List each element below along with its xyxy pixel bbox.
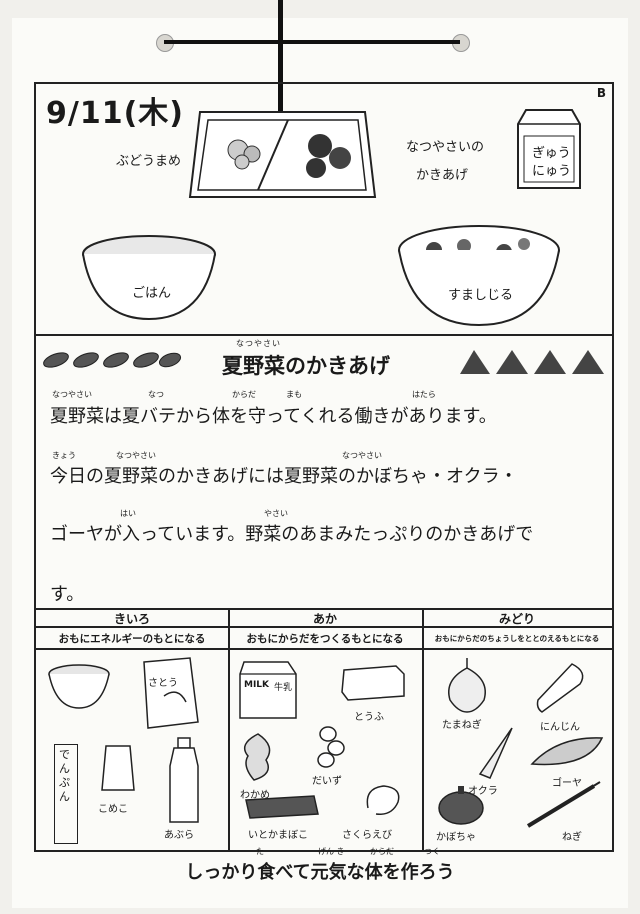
table-divider-2 — [422, 608, 424, 850]
ruby-1d: まも — [286, 390, 302, 399]
hanging-string-vertical — [278, 0, 283, 130]
group-yellow-sub: おもにエネルギーのもとになる — [58, 633, 206, 645]
ruby-1b: なつ — [148, 390, 164, 399]
ruby-1a: なつやさい — [52, 390, 92, 399]
ruby-3a: はい — [120, 509, 136, 518]
shrimp-icon — [366, 785, 400, 815]
kakiage-label-line1: なつやさいの — [406, 140, 485, 155]
milk-label-line2: にゅう — [532, 164, 572, 179]
kabocha-slices-icon — [460, 350, 604, 374]
milk-pack-icon — [239, 661, 297, 719]
ruby-2a: きょう — [52, 451, 76, 460]
wakame-icon — [243, 733, 271, 781]
kabocha-icon — [438, 786, 484, 825]
milk-label-line1: ぎゅう — [532, 146, 571, 161]
budoumame-label: ぶどうまめ — [116, 154, 182, 169]
group-green-sub: おもにからだのちょうしをととのえるもとになる — [434, 634, 600, 643]
date-heading: 9/11(木) — [46, 96, 185, 131]
hanging-string-horizontal — [164, 40, 460, 44]
goya-icon — [530, 737, 604, 766]
okra-icon — [478, 727, 513, 779]
slogan-ruby-c: からだ — [370, 847, 394, 856]
corner-mark: B — [596, 86, 606, 100]
item-goya: ゴーヤ — [552, 778, 582, 789]
slogan-ruby-a: た — [256, 847, 264, 856]
item-abura: あぶら — [164, 830, 194, 841]
slogan-ruby-b: げん き — [318, 847, 345, 856]
title-ruby: なつやさい — [236, 339, 281, 348]
table-header-line — [36, 626, 612, 628]
article-line-1: 夏野菜は夏バテから体を守ってくれる働きがあります。 — [50, 406, 497, 427]
item-negi: ねぎ — [562, 832, 582, 843]
item-milk-en: MILK — [244, 680, 270, 690]
slogan: しっかり食べて元気な体を作ろう — [185, 862, 455, 883]
item-milk-ja: 牛乳 — [274, 683, 293, 693]
soup-label: すましじる — [448, 288, 514, 303]
article-title: 夏野菜のかきあげ — [222, 354, 390, 378]
item-tamanegi: たまねぎ — [442, 720, 482, 731]
item-komeko: こめこ — [98, 804, 128, 815]
kamaboko-icon — [245, 795, 319, 819]
group-red-name: あか — [312, 612, 337, 626]
ruby-1c: からだ — [232, 390, 256, 399]
rice-small-icon — [48, 664, 110, 709]
ruby-1e: はたら — [412, 390, 436, 399]
slogan-ruby-d: つく — [424, 847, 440, 856]
article-line-3: ゴーヤが入っています。野菜のあまみたっぷりのかきあげで — [50, 524, 534, 545]
tray-icon — [188, 111, 377, 198]
carrot-icon — [536, 663, 584, 713]
group-red-sub: おもにからだをつくるもとになる — [246, 633, 404, 645]
okra-row-icon — [43, 352, 182, 368]
item-daizu: だいず — [312, 776, 342, 787]
soup-bowl-icon — [398, 225, 560, 327]
article-line-4: す。 — [50, 584, 85, 605]
table-divider-1 — [228, 608, 230, 850]
rice-bowl-icon — [82, 235, 216, 321]
soybean-icon — [317, 726, 345, 768]
article-line-2: 今日の夏野菜のかきあげには夏野菜のかぼちゃ・オクラ・ — [50, 466, 518, 487]
content-frame: 9/11(木) B ぶどうまめ なつやさいの かきあげ ぎゅう にゅう ごはん … — [34, 82, 614, 852]
section-divider-2 — [36, 608, 612, 610]
negi-icon — [526, 781, 601, 828]
item-okra: オクラ — [468, 786, 498, 797]
milk-carton-icon — [517, 109, 581, 189]
item-wakame: わかめ — [240, 790, 270, 801]
section-divider-1 — [36, 334, 612, 336]
onion-icon — [448, 658, 486, 713]
item-sugar: さとう — [148, 678, 178, 689]
item-itokamaboko: いとかまぼこ — [248, 830, 308, 841]
sugar-bag-icon — [143, 657, 199, 729]
table-subheader-line — [36, 648, 612, 650]
rice-label: ごはん — [132, 286, 172, 301]
item-tofu: とうふ — [354, 712, 384, 723]
denpun-box-icon — [54, 744, 78, 844]
ruby-3b: やさい — [264, 509, 288, 518]
group-green-name: みどり — [498, 612, 535, 626]
item-ninjin: にんじん — [540, 722, 580, 733]
tofu-icon — [341, 665, 405, 701]
ruby-2b: なつやさい — [116, 451, 156, 460]
ruby-2c: なつやさい — [342, 451, 382, 460]
item-sakuraebi: さくらえび — [342, 830, 392, 841]
rice-flour-icon — [101, 745, 135, 791]
item-kabocha: かぼちゃ — [436, 832, 476, 843]
oil-bottle-icon — [169, 737, 199, 823]
item-denpun: でんぷん — [59, 748, 70, 803]
kakiage-label-line2: かきあげ — [416, 168, 469, 183]
group-yellow-name: きいろ — [113, 612, 150, 626]
